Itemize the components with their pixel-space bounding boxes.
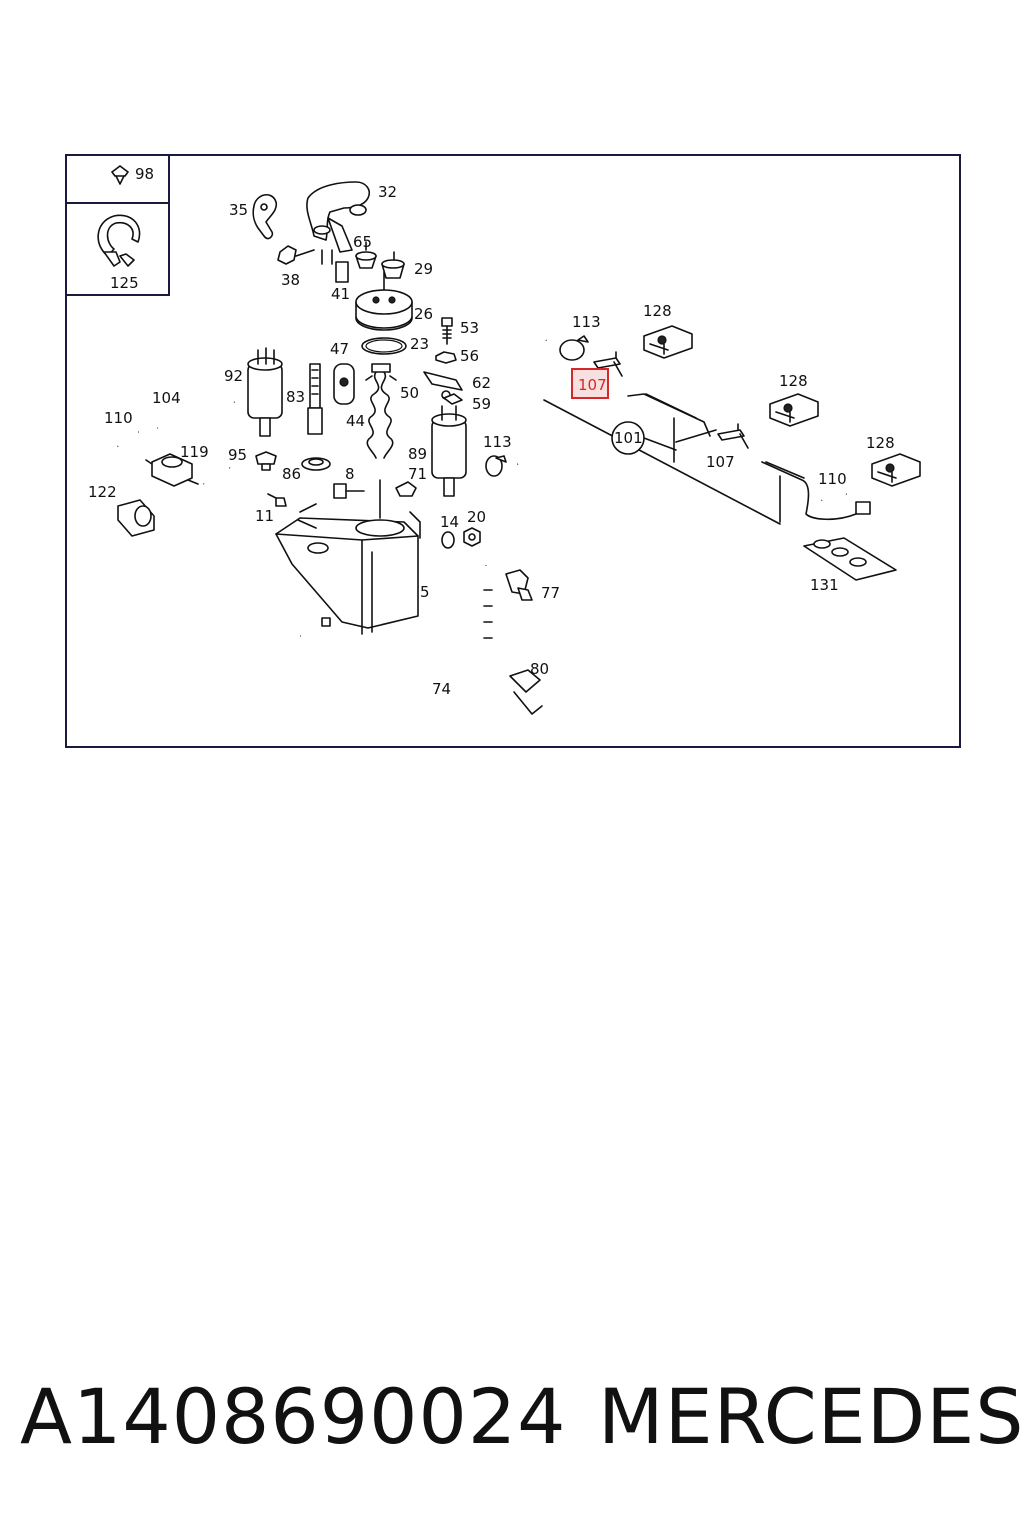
part-125-clamp — [97, 214, 141, 267]
callout-113-lower: 113 — [483, 433, 512, 451]
part-122-filter — [117, 499, 155, 537]
callout-26: 26 — [414, 305, 433, 323]
hose-main — [514, 328, 550, 467]
part-32-filler-neck — [306, 181, 371, 253]
callout-110-left: 110 — [104, 409, 133, 427]
callout-32: 32 — [378, 183, 397, 201]
part-26-cap — [355, 271, 413, 331]
part-104-hose-upper — [157, 396, 235, 430]
callout-65: 65 — [353, 233, 372, 251]
callout-29: 29 — [414, 260, 433, 278]
part-128-nozzle-2 — [769, 393, 819, 427]
callout-80: 80 — [530, 660, 549, 678]
part-23-seal — [361, 337, 407, 355]
part-83-sender — [307, 363, 323, 435]
callout-131: 131 — [810, 576, 839, 594]
callout-98: 98 — [135, 165, 154, 183]
callout-38: 38 — [281, 271, 300, 289]
callout-122: 122 — [88, 483, 117, 501]
callout-53: 53 — [460, 319, 479, 337]
part-101-leader-lines — [543, 399, 781, 525]
callout-107-highlight[interactable] — [571, 368, 609, 399]
part-113-clamp-lower — [485, 455, 507, 477]
heated-hoses — [627, 393, 857, 521]
part-89-pump — [431, 405, 467, 497]
part-80-clip — [509, 669, 543, 715]
callout-119: 119 — [180, 443, 209, 461]
part-128-nozzle-3 — [871, 453, 921, 487]
part-92-pump — [247, 347, 283, 437]
callout-50: 50 — [400, 384, 419, 402]
part-62-plate — [423, 371, 463, 405]
callout-20: 20 — [467, 508, 486, 526]
part-65-grommets — [355, 241, 405, 279]
part-104-hose-lower — [203, 466, 243, 505]
callout-104-upper: 104 — [152, 389, 181, 407]
callout-41: 41 — [331, 285, 350, 303]
part-caption: A1408690024 MERCEDES — [20, 1372, 1023, 1472]
callout-89: 89 — [408, 445, 427, 463]
part-131-heater-strip — [803, 537, 897, 581]
part-20-nut — [463, 527, 481, 547]
part-95-grommet — [255, 451, 277, 471]
callout-11: 11 — [255, 507, 274, 525]
part-128-nozzle-1 — [643, 325, 693, 359]
part-86-grommet — [301, 457, 331, 471]
part-110-elbow — [116, 430, 139, 448]
part-53-bolt — [441, 317, 453, 345]
callout-113-upper: 113 — [572, 313, 601, 331]
part-113-clamp-upper — [559, 335, 589, 361]
part-35-bracket — [252, 194, 278, 240]
callout-77: 77 — [541, 584, 560, 602]
part-56-washer — [435, 351, 457, 364]
callout-8: 8 — [345, 465, 355, 483]
part-77-clip — [505, 569, 533, 601]
callout-14: 14 — [440, 513, 459, 531]
part-5-reservoir — [275, 503, 421, 635]
inset-box-125 — [65, 202, 170, 296]
part-41-bracket — [321, 249, 349, 283]
callout-92: 92 — [224, 367, 243, 385]
part-38-screw — [277, 245, 315, 265]
callout-62: 62 — [472, 374, 491, 392]
brand-name: MERCEDES — [598, 1372, 1024, 1461]
callout-110-right: 110 — [818, 470, 847, 488]
callout-56: 56 — [460, 347, 479, 365]
callout-101: 101 — [614, 429, 643, 447]
callout-125: 125 — [110, 274, 139, 292]
callout-128-2: 128 — [779, 372, 808, 390]
callout-128-1: 128 — [643, 302, 672, 320]
part-119-valve — [145, 453, 199, 487]
parts-diagram: 98 125 35 32 65 29 38 41 26 53 23 56 92 … — [65, 154, 961, 748]
callout-47: 47 — [330, 340, 349, 358]
part-107-connector-lower — [717, 423, 749, 449]
callout-44: 44 — [346, 412, 365, 430]
callout-128-3: 128 — [866, 434, 895, 452]
part-74-hose — [284, 565, 493, 725]
part-11-screw — [267, 493, 287, 507]
callout-74: 74 — [432, 680, 451, 698]
callout-86: 86 — [282, 465, 301, 483]
part-8-bolt — [333, 483, 365, 499]
callout-83: 83 — [286, 388, 305, 406]
part-107-connector-upper — [593, 351, 623, 377]
callout-23: 23 — [410, 335, 429, 353]
part-14-washer — [441, 531, 455, 549]
diagram-frame — [65, 154, 961, 748]
part-101-circle — [611, 421, 645, 455]
callout-71: 71 — [408, 465, 427, 483]
callout-5: 5 — [420, 583, 430, 601]
part-110-elbow-right — [820, 488, 871, 515]
part-98-clip — [111, 165, 129, 185]
callout-35: 35 — [229, 201, 248, 219]
callout-107-lower: 107 — [706, 453, 735, 471]
part-71-clip — [395, 481, 417, 497]
part-47-sensor — [333, 363, 355, 405]
callout-95: 95 — [228, 446, 247, 464]
callout-59: 59 — [472, 395, 491, 413]
callout-107-highlighted[interactable]: 107 — [578, 376, 607, 394]
part-number: A1408690024 — [20, 1372, 567, 1461]
part-44-level-switch — [365, 363, 397, 519]
